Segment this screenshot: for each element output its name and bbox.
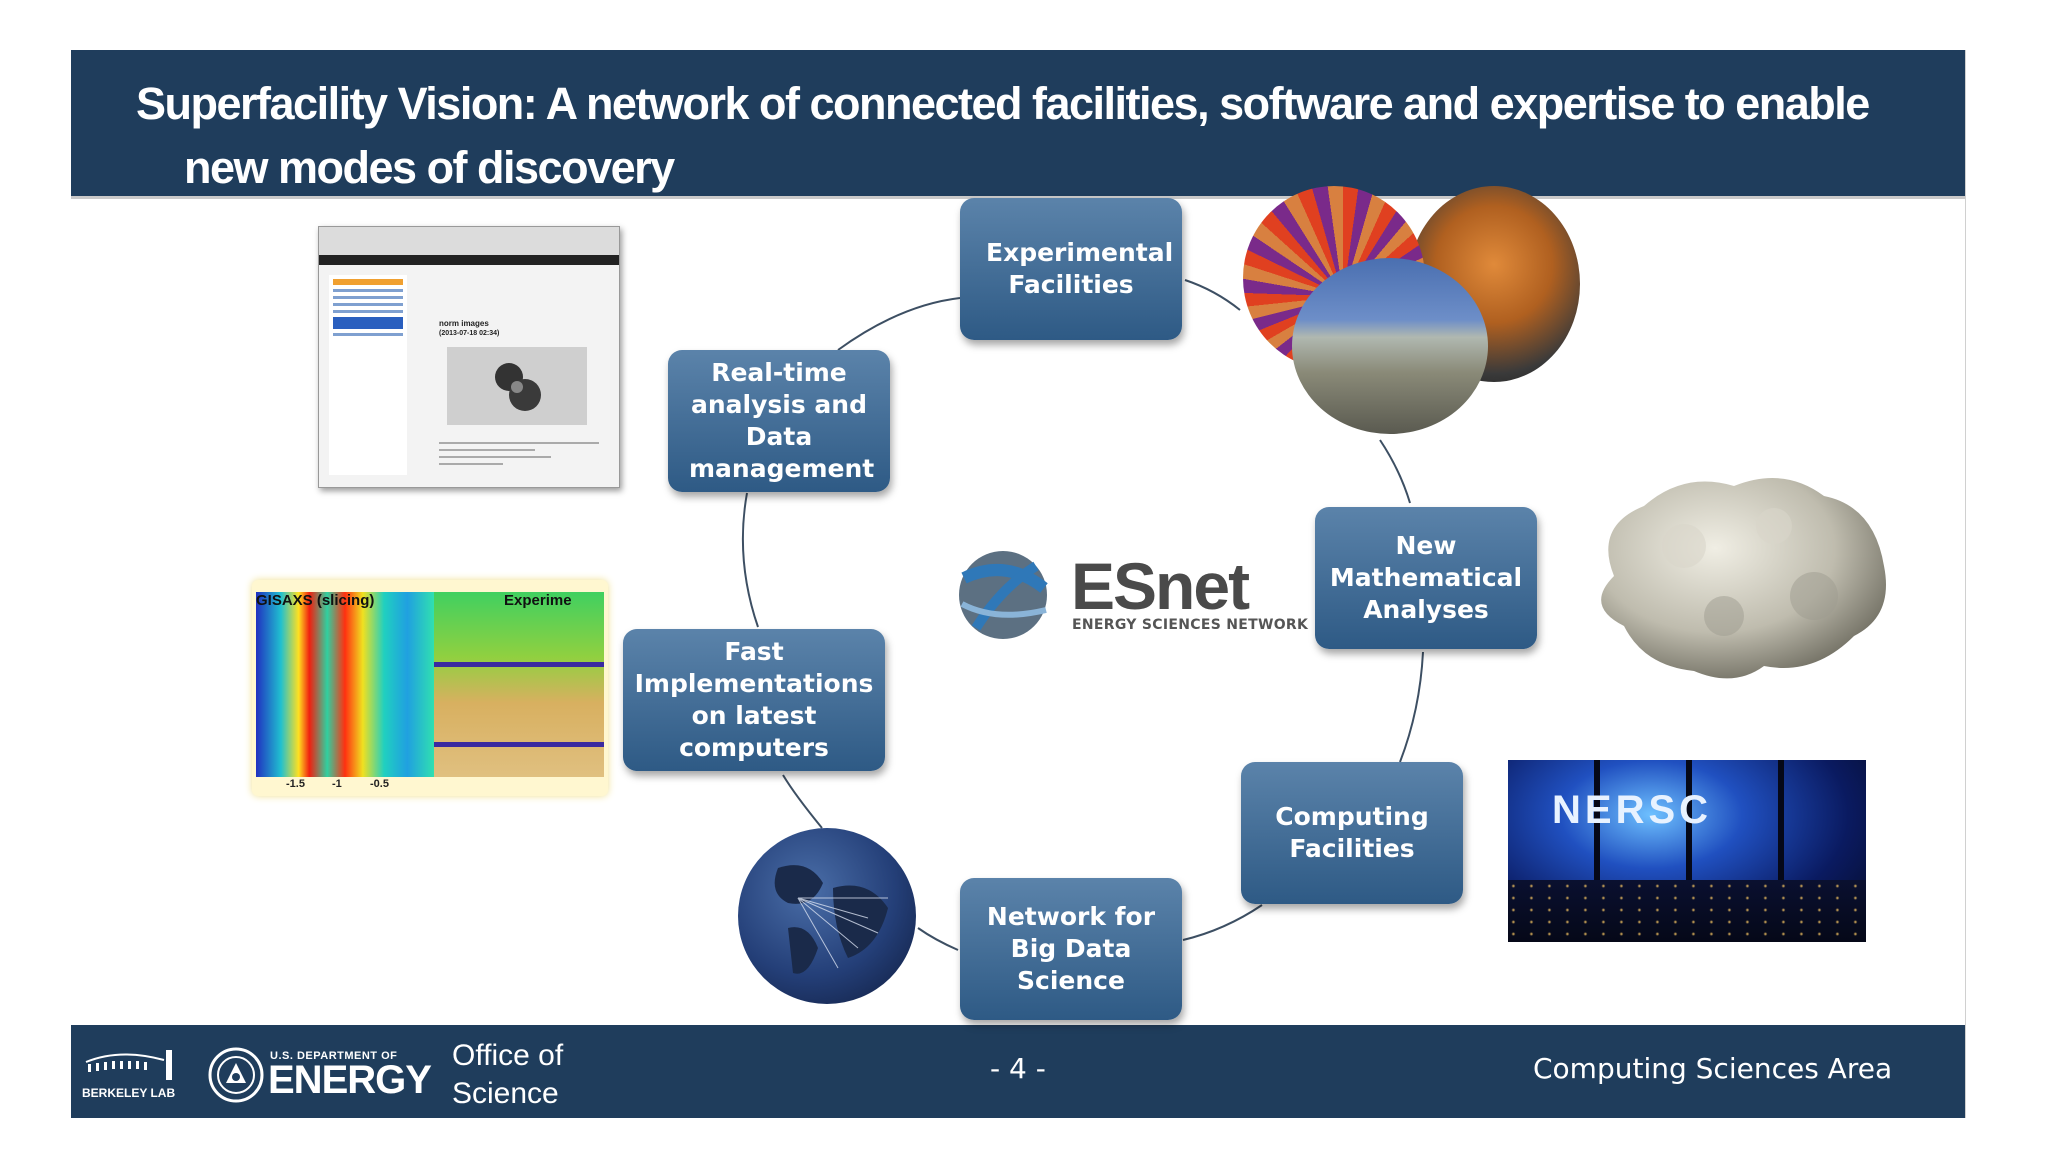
gisaxs-title: GISAXS (slicing): [256, 592, 375, 609]
office-of-science-text: Office of Science: [452, 1037, 563, 1113]
gisaxs-tick-1: -1.5: [286, 778, 305, 790]
browser-chrome: [319, 227, 619, 255]
esnet-wordmark: ESnet: [1071, 549, 1250, 623]
molecular-structure-render: [1574, 466, 1896, 688]
node-experimental-facilities: Experimental Facilities: [960, 198, 1182, 340]
office-line-2: Science: [452, 1077, 559, 1110]
node-computing-label: Computing Facilities: [1275, 802, 1429, 863]
title-line-2: new modes of discovery: [184, 142, 675, 193]
gisaxs-heatmap-image: GISAXS (slicing) Experime -1.5 -1 -0.5: [252, 580, 608, 796]
doe-small-text: U.S. DEPARTMENT OF: [270, 1050, 398, 1062]
node-math-label: New Mathematical Analyses: [1329, 531, 1523, 624]
globe-network-image: [738, 828, 916, 1004]
node-network-big-data: Network for Big Data Science: [960, 878, 1182, 1020]
screenshot-date: (2013-07-18 02:34): [439, 330, 500, 337]
sample-image: [447, 347, 587, 425]
doe-seal-icon: [208, 1047, 264, 1103]
berkeley-lab-text: BERKELEY LAB: [82, 1086, 176, 1100]
gisaxs-right-label: Experime: [504, 592, 572, 609]
globe-continents: [774, 865, 888, 974]
office-line-1: Office of: [452, 1039, 564, 1072]
node-realtime-analysis: Real-time analysis and Data management: [668, 350, 890, 492]
accelerator-facility-photo: [1292, 258, 1488, 434]
slide-title: Superfacility Vision: A network of conne…: [136, 72, 1956, 200]
node-realtime-label: Real-time analysis and Data management: [689, 358, 875, 483]
gisaxs-right-panel: [434, 592, 604, 777]
file-list-panel: [329, 275, 407, 475]
node-network-label: Network for Big Data Science: [986, 902, 1156, 995]
esnet-subtitle: ENERGY SCIENCES NETWORK: [1072, 617, 1309, 633]
node-fast-implementations: Fast Implementations on latest computers: [623, 629, 885, 771]
nersc-label: NERSC: [1552, 788, 1713, 832]
nersc-supercomputer-photo: NERSC: [1508, 760, 1866, 942]
computing-sciences-area: Computing Sciences Area: [1533, 1052, 1893, 1085]
node-fast-label: Fast Implementations on latest computers: [634, 637, 874, 762]
berkeley-lab-logo-icon: [85, 1050, 172, 1080]
page-number: - 4 -: [990, 1052, 1046, 1085]
screenshot-heading: norm images: [439, 319, 489, 328]
gisaxs-tick-3: -0.5: [370, 778, 389, 790]
slide-footer: [71, 1025, 1965, 1118]
node-experimental-label: Experimental Facilities: [986, 238, 1174, 299]
node-computing-facilities: Computing Facilities: [1241, 762, 1463, 904]
metadata-lines: [439, 437, 599, 477]
title-line-1: Superfacility Vision: A network of conne…: [136, 78, 1870, 129]
node-new-mathematical-analyses: New Mathematical Analyses: [1315, 507, 1537, 649]
gisaxs-left-panel: [256, 592, 434, 777]
analysis-software-screenshot: norm images (2013-07-18 02:34): [318, 226, 620, 488]
doe-energy-text: ENERGY: [268, 1058, 432, 1102]
esnet-globe-icon: [959, 551, 1048, 639]
gisaxs-tick-2: -1: [332, 778, 342, 790]
slide-header: Superfacility Vision: A network of conne…: [71, 50, 1965, 199]
browser-nav-bar: [319, 255, 619, 265]
